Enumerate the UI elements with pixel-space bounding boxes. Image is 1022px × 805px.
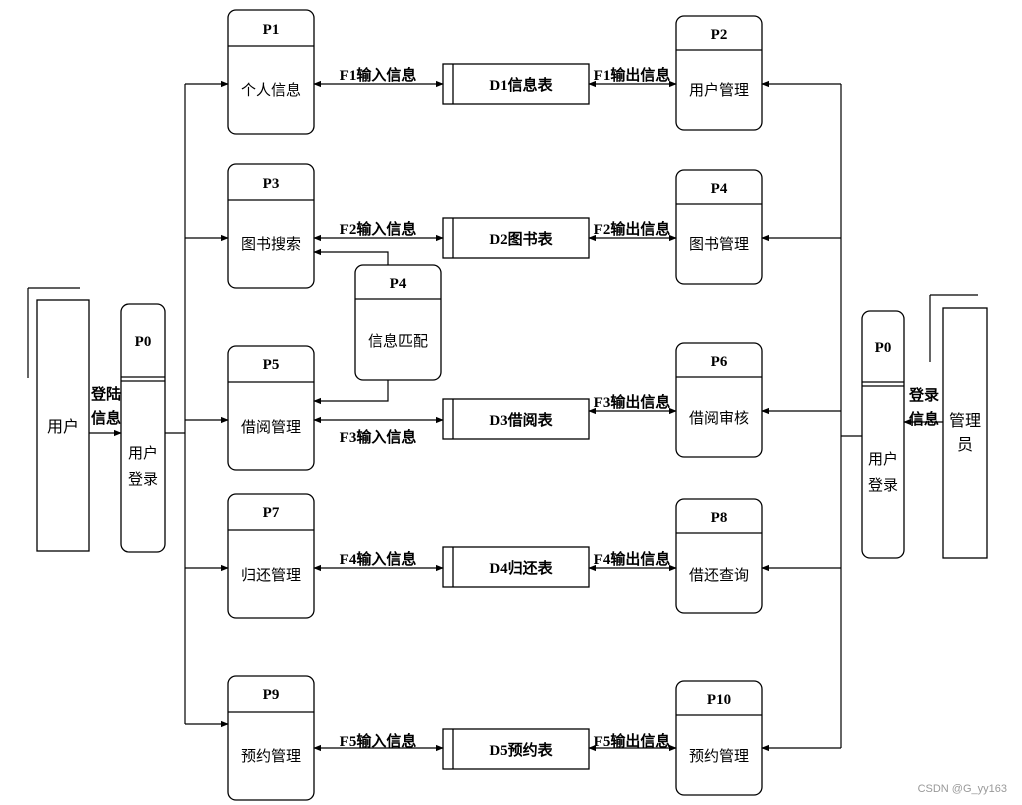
flow-f5-in: F5输入信息 [340,732,417,750]
flow-f2-in: F2输入信息 [340,220,417,238]
process-p5-id: P5 [263,357,280,373]
process-p1: P1 个人信息 [227,9,315,135]
process-p8-name: 借还查询 [689,567,749,584]
process-p2-box [675,15,763,131]
process-p7: P7 归还管理 [227,493,315,619]
arrow-d2-to-p3 [313,248,389,258]
flow-f3-out: F3输出信息 [594,393,671,411]
process-p0-right-box [861,310,905,559]
process-p7-box [227,493,315,619]
flow-f1-out: F1输出信息 [594,66,671,84]
arrow-match-to-p5 [313,380,389,405]
flow-row-3: F3输入信息 F3输出信息 [313,393,677,446]
entity-user-box [36,299,90,552]
process-p2-name: 用户管理 [689,82,749,99]
process-p6-name: 借阅审核 [689,410,749,427]
match-connectors [313,248,389,405]
process-p4-match-name: 信息匹配 [368,333,428,350]
entity-user: 用户 [27,287,90,552]
process-p6-box [675,342,763,458]
store-d3-label: D3借阅表 [489,411,553,429]
process-p4: P4 图书管理 [675,169,763,285]
store-d2-label: D2图书表 [489,230,553,248]
watermark: CSDN @G_yy163 [918,783,1007,795]
right-connectors: 登录 信息 [761,80,943,752]
process-p6-id: P6 [711,354,728,370]
flow-login-left-2: 信息 [91,409,121,427]
flow-f4-out: F4输出信息 [594,550,671,568]
flow-row-1: F1输入信息 F1输出信息 [313,66,677,88]
process-p0-right: P0 用户 登录 [861,310,905,559]
process-p0-left: P0 用户 登录 [120,303,166,553]
process-p3-id: P3 [263,176,280,192]
entity-user-label: 用户 [47,418,79,436]
process-p9: P9 预约管理 [227,675,315,801]
process-p9-id: P9 [263,687,280,703]
store-d1-label: D1信息表 [489,76,553,94]
flow-row-5: F5输入信息 F5输出信息 [313,732,677,752]
flow-row-2: F2输入信息 F2输出信息 [313,220,677,242]
process-p4-name: 图书管理 [689,236,749,253]
process-p7-name: 归还管理 [241,567,301,584]
flow-f5-out: F5输出信息 [594,732,671,750]
store-d1: D1信息表 [442,63,590,105]
process-p3: P3 图书搜索 [227,163,315,289]
process-p5-name: 借阅管理 [241,419,301,436]
store-d5-label: D5预约表 [489,741,553,759]
process-p0-right-id: P0 [875,340,892,356]
store-d5: D5预约表 [442,728,590,770]
flow-f2-out: F2输出信息 [594,220,671,238]
process-p0-right-name-2: 登录 [868,477,898,494]
entity-admin-box [942,307,988,559]
process-p8-box [675,498,763,614]
process-p0-left-name-1: 用户 [128,445,158,462]
process-p2-id: P2 [711,27,728,43]
process-p0-left-box [120,303,166,553]
flow-login-right-1: 登录 [908,386,939,404]
process-p3-box [227,163,315,289]
flow-f4-in: F4输入信息 [340,550,417,568]
process-p1-id: P1 [263,22,280,38]
left-connectors: 登陆 信息 [89,80,229,728]
entity-admin-label-1: 管理 [949,412,981,430]
process-p4-match-id: P4 [390,276,407,292]
process-p4-match: P4 信息匹配 [354,264,442,381]
process-p0-left-name-2: 登录 [128,471,158,488]
process-p10-id: P10 [707,692,731,708]
process-p8: P8 借还查询 [675,498,763,614]
process-p1-box [227,9,315,135]
process-p4-match-box [354,264,442,381]
flow-f1-in: F1输入信息 [340,66,417,84]
process-p0-right-name-1: 用户 [868,451,898,468]
flow-login-left-1: 登陆 [90,385,121,403]
entity-admin-label-2: 员 [957,436,973,454]
store-d4-label: D4归还表 [489,559,553,577]
flow-f3-in: F3输入信息 [340,428,417,446]
flow-row-4: F4输入信息 F4输出信息 [313,550,677,572]
process-p9-box [227,675,315,801]
process-p0-left-id: P0 [135,334,152,350]
process-p10-name: 预约管理 [689,748,749,765]
process-p3-name: 图书搜索 [241,236,301,253]
entity-admin: 管理 员 [929,294,988,559]
process-p9-name: 预约管理 [241,748,301,765]
flow-login-right-2: 信息 [909,410,939,428]
process-p10-box [675,680,763,796]
process-p4-id: P4 [711,181,728,197]
process-p4-box [675,169,763,285]
process-p6: P6 借阅审核 [675,342,763,458]
process-p2: P2 用户管理 [675,15,763,131]
process-p1-name: 个人信息 [241,82,301,99]
process-p10: P10 预约管理 [675,680,763,796]
process-p5-box [227,345,315,471]
process-p8-id: P8 [711,510,728,526]
process-p5: P5 借阅管理 [227,345,315,471]
process-p7-id: P7 [263,505,280,521]
store-d3: D3借阅表 [442,398,590,440]
store-d2: D2图书表 [442,217,590,259]
store-d4: D4归还表 [442,546,590,588]
